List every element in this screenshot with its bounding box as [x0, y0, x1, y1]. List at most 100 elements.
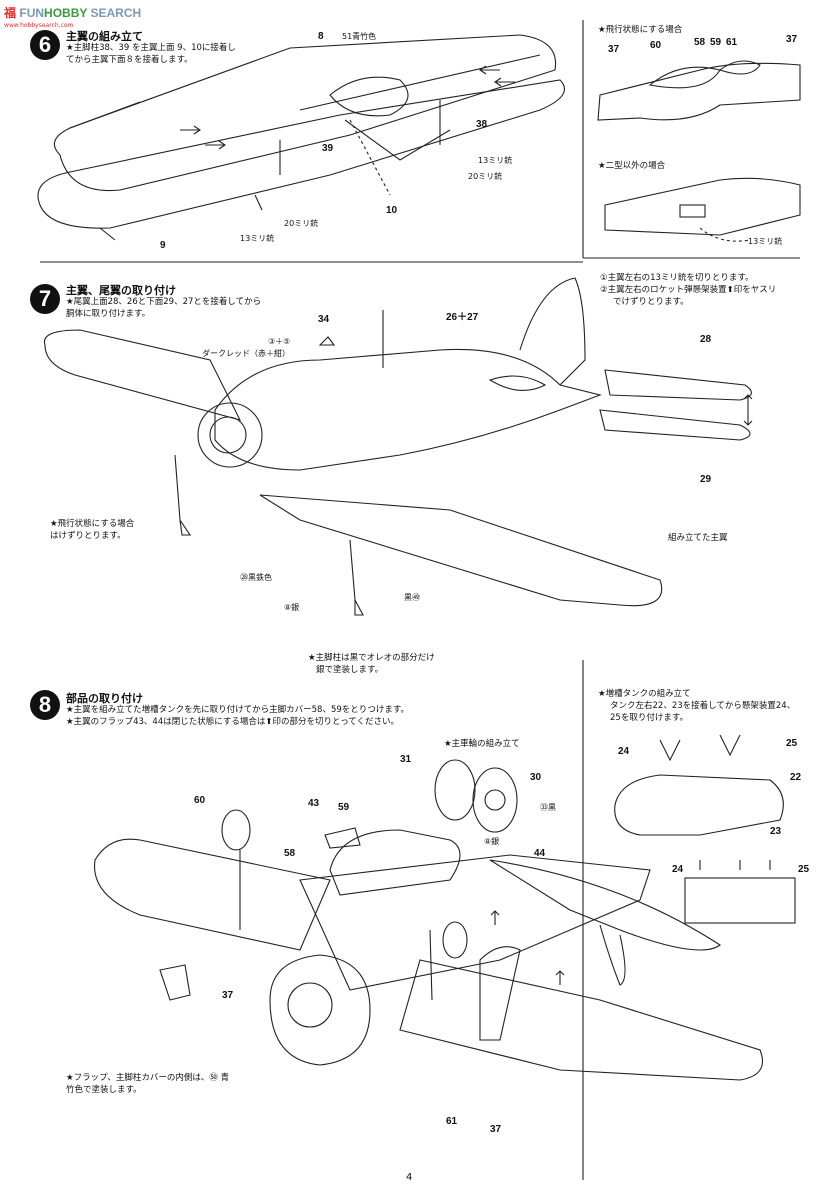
step7-title: 主翼、尾翼の取り付け: [66, 284, 176, 297]
wheel-half-30: [472, 767, 518, 833]
part-label-61: 61: [446, 1116, 458, 1127]
step6-number: 6: [30, 30, 60, 60]
step8-left-wing: [94, 838, 331, 951]
gun-label-20b: 20ミリ銃: [284, 219, 319, 228]
step8-right-wing: [399, 959, 764, 1081]
step8-title: 部品の取り付け: [66, 692, 143, 705]
flight-part-58: 58: [694, 37, 706, 48]
droptank-note1: タンク左右22、23を接着してから懸架装置24、: [610, 701, 796, 711]
step7-flight-note2: はけずりとります。: [50, 531, 126, 541]
watermark-url: www.hobbysearch.com: [4, 22, 74, 29]
part-label-30: 30: [530, 772, 542, 783]
part-label-34: 34: [318, 314, 330, 325]
step6-wing-top: [53, 34, 557, 192]
droptank-part-24b: 24: [672, 864, 684, 875]
droptank-mount-detail: [684, 877, 796, 924]
part-label-58: 58: [284, 848, 296, 859]
droptank-part-25: 25: [786, 738, 798, 749]
part-label-8: 8: [318, 31, 324, 42]
step7-right-wing: [259, 494, 663, 607]
flight-part-60: 60: [650, 40, 662, 51]
step8-tailplane: [489, 859, 721, 951]
flight-note3: でけずりとります。: [613, 297, 689, 307]
flight-part-37a: 37: [608, 44, 620, 55]
step8-bottom-note2: 竹色で塗装します。: [66, 1085, 142, 1095]
drop-tank: [329, 829, 461, 896]
droptank-part-25b: 25: [798, 864, 810, 875]
step7-h-stabilizer: [604, 369, 752, 401]
step8-note2: ★主翼のフラップ43、44は閉じた状態にする場合は⬆印の部分を切りとってください…: [66, 717, 400, 727]
step8-bottom-note1: ★フラップ、主脚柱カバーの内側は、㊿ 青: [66, 1073, 230, 1083]
wheel-title: ★主車輪の組み立て: [444, 739, 520, 749]
part-label-37b: 37: [490, 1124, 502, 1135]
paint-label-silver: ⑧銀: [284, 603, 300, 612]
wheel-half-31: [434, 759, 476, 821]
watermark-logo: 福: [4, 6, 17, 20]
watermark: 福 FUNHOBBY SEARCH: [4, 4, 141, 21]
step7-h-stabilizer-lower: [599, 409, 751, 441]
paint-label-kurotetsu: ㉘黒鉄色: [240, 573, 272, 582]
step8-engine: [269, 954, 371, 1066]
oleo-note1: ★主脚柱は黒でオレオの部分だけ: [308, 653, 435, 663]
part-label-37: 37: [222, 990, 234, 1001]
droptank-note2: 25を取り付けます。: [610, 713, 688, 723]
gun-label-13a: 13ミリ銃: [478, 156, 513, 165]
step7-tail-fin: [519, 277, 586, 386]
step6-wing-bottom: [37, 79, 565, 229]
flight-title: ★飛行状態にする場合: [598, 25, 683, 35]
droptank-part-24: 24: [618, 746, 630, 757]
step6-note1: ★主脚柱38、39 を主翼上面 9、10に接着し: [66, 43, 236, 53]
flight-inset-wing: [597, 62, 801, 121]
type2-gun-label: 13ミリ銃: [748, 237, 783, 246]
part-label-26-27: 26＋27: [446, 312, 479, 323]
step7-note1: ★尾翼上面28、26と下面29、27とを接着してから: [66, 297, 262, 307]
part-label-39: 39: [322, 143, 334, 154]
paint-label-33-black: ㉝黒: [540, 803, 556, 812]
paint-label-3-5: ③＋⑤: [268, 337, 291, 346]
step7-number: 7: [30, 284, 60, 314]
type2-title: ★二型以外の場合: [598, 161, 666, 171]
paint-label-8-silver: ⑧銀: [484, 837, 500, 846]
step7-flight-note1: ★飛行状態にする場合: [50, 519, 135, 529]
oleo-note2: 銀で塗装します。: [316, 665, 384, 675]
part-label-43: 43: [308, 798, 320, 809]
part-label-28: 28: [700, 334, 712, 345]
step6-title: 主翼の組み立て: [66, 30, 143, 43]
flight-part-61: 61: [726, 37, 738, 48]
watermark-fun: FUN: [19, 6, 45, 20]
step8-number: 8: [30, 690, 60, 720]
paint-label-black: 黒㊾: [404, 593, 420, 602]
part-label-31: 31: [400, 754, 412, 765]
step7-note2: 胴体に取り付けます。: [66, 309, 151, 319]
flight-note1: ①主翼左右の13ミリ銃を切りとります。: [600, 273, 754, 283]
part-label-44: 44: [534, 848, 546, 859]
flight-part-37b: 37: [786, 34, 798, 45]
watermark-hobby: HOBBY: [44, 6, 88, 20]
part-label-9: 9: [160, 240, 166, 251]
watermark-search: SEARCH: [87, 6, 142, 20]
step8-center-wing: [299, 854, 651, 991]
step7-left-wing: [43, 329, 242, 421]
step7-fuselage: [214, 348, 602, 471]
paint-label-darkred: ダークレッド（赤＋紺）: [202, 349, 290, 358]
type2-inset-wing: [604, 177, 801, 236]
droptank-title: ★増槽タンクの組み立て: [598, 689, 691, 699]
droptank-part-22: 22: [790, 772, 802, 783]
part-label-10: 10: [386, 205, 398, 216]
flight-part-59: 59: [710, 37, 722, 48]
assembled-wing-label: 組み立てた主翼: [668, 533, 728, 543]
paint-label-51: 51青竹色: [342, 32, 377, 41]
droptank-part-23: 23: [770, 826, 782, 837]
gun-label-20a: 20ミリ銃: [468, 172, 503, 181]
droptank-inset: [614, 774, 784, 836]
gun-label-13b: 13ミリ銃: [240, 234, 275, 243]
step8-note1: ★主翼を組み立てた増槽タンクを先に取り付けてから主脚カバー58、59をとりつけま…: [66, 705, 409, 715]
step6-note2: てから主翼下面８を接着します。: [66, 55, 193, 65]
part-label-60: 60: [194, 795, 206, 806]
page-number: 4: [406, 1172, 413, 1183]
flight-note2: ②主翼左右のロケット弾懸架装置⬆印をヤスリ: [600, 285, 777, 295]
part-label-59: 59: [338, 802, 350, 813]
part-label-38: 38: [476, 119, 488, 130]
part-label-29: 29: [700, 474, 712, 485]
